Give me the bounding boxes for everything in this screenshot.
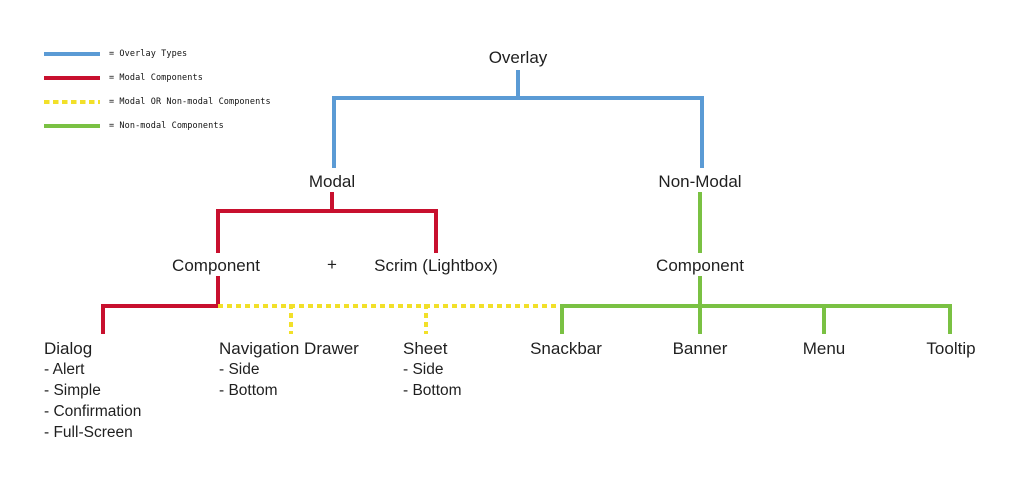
node-scrim: Scrim (Lightbox) xyxy=(374,256,498,275)
connector-leaf-banner xyxy=(698,304,702,334)
connector-leaf-snackbar xyxy=(560,304,564,334)
connector-leaf-dialog xyxy=(101,304,105,334)
connector-non-modal-stem xyxy=(698,192,702,253)
connector-overlay-bar xyxy=(332,96,704,100)
connector-shared-leaf-bar xyxy=(218,304,562,308)
connector-modal-to-component xyxy=(216,209,220,253)
leaf-dialog-sub-1: - Simple xyxy=(44,382,101,399)
connector-leaf-navigation-drawer xyxy=(289,304,293,334)
node-modal-component: Component xyxy=(172,256,260,275)
leaf-banner: Banner xyxy=(672,339,728,358)
leaf-navigation-drawer-sub-0: - Side xyxy=(219,361,260,378)
leaf-menu: Menu xyxy=(802,339,846,358)
legend-label-modal-components: = Modal Components xyxy=(109,73,203,83)
connector-non-modal-leaf-bar xyxy=(560,304,952,308)
connector-leaf-sheet xyxy=(424,304,428,334)
leaf-sheet-sub-0: - Side xyxy=(403,361,444,378)
leaf-tooltip: Tooltip xyxy=(926,339,976,358)
node-plus-operator: + xyxy=(327,255,337,274)
connector-overlay-stem xyxy=(516,70,520,98)
legend-item-nonmodal-components: = Non-modal Components xyxy=(44,114,271,138)
leaf-dialog-sub-3: - Full-Screen xyxy=(44,424,133,441)
connector-leaf-menu xyxy=(822,304,826,334)
legend-swatch-overlay-types xyxy=(44,52,100,56)
legend-swatch-modal-or-nonmodal-components xyxy=(44,100,100,104)
leaf-sheet-sub-1: - Bottom xyxy=(403,382,462,399)
node-modal: Modal xyxy=(308,172,356,191)
leaf-sheet: Sheet - Side - Bottom xyxy=(403,338,462,401)
leaf-navigation-drawer-sub-1: - Bottom xyxy=(219,382,278,399)
connector-modal-bar xyxy=(216,209,438,213)
leaf-sheet-title: Sheet xyxy=(403,339,448,358)
connector-overlay-to-non-modal xyxy=(700,96,704,168)
leaf-snackbar: Snackbar xyxy=(530,339,602,358)
leaf-dialog-sub-2: - Confirmation xyxy=(44,403,142,420)
legend: = Overlay Types = Modal Components = Mod… xyxy=(44,42,271,138)
node-non-modal-component: Component xyxy=(656,256,744,275)
leaf-dialog-sub-0: - Alert xyxy=(44,361,85,378)
connector-overlay-to-modal xyxy=(332,96,336,168)
legend-swatch-modal-components xyxy=(44,76,100,80)
legend-label-nonmodal-components: = Non-modal Components xyxy=(109,121,224,131)
legend-item-overlay-types: = Overlay Types xyxy=(44,42,271,66)
connector-modal-to-scrim xyxy=(434,209,438,253)
legend-item-modal-components: = Modal Components xyxy=(44,66,271,90)
node-overlay: Overlay xyxy=(488,48,548,67)
legend-label-overlay-types: = Overlay Types xyxy=(109,49,188,59)
legend-label-modal-or-nonmodal-components: = Modal OR Non-modal Components xyxy=(109,97,271,107)
connector-non-modal-component-stem xyxy=(698,276,702,306)
connector-modal-leaf-bar xyxy=(101,304,220,308)
connector-leaf-tooltip xyxy=(948,304,952,334)
connector-modal-stem xyxy=(330,192,334,212)
node-non-modal: Non-Modal xyxy=(658,172,742,191)
leaf-dialog: Dialog - Alert - Simple - Confirmation -… xyxy=(44,338,141,443)
leaf-navigation-drawer: Navigation Drawer - Side - Bottom xyxy=(219,338,359,401)
leaf-dialog-title: Dialog xyxy=(44,339,93,358)
legend-item-modal-or-nonmodal-components: = Modal OR Non-modal Components xyxy=(44,90,271,114)
leaf-navigation-drawer-title: Navigation Drawer xyxy=(219,339,359,358)
connector-modal-component-stem xyxy=(216,276,220,306)
legend-swatch-nonmodal-components xyxy=(44,124,100,128)
